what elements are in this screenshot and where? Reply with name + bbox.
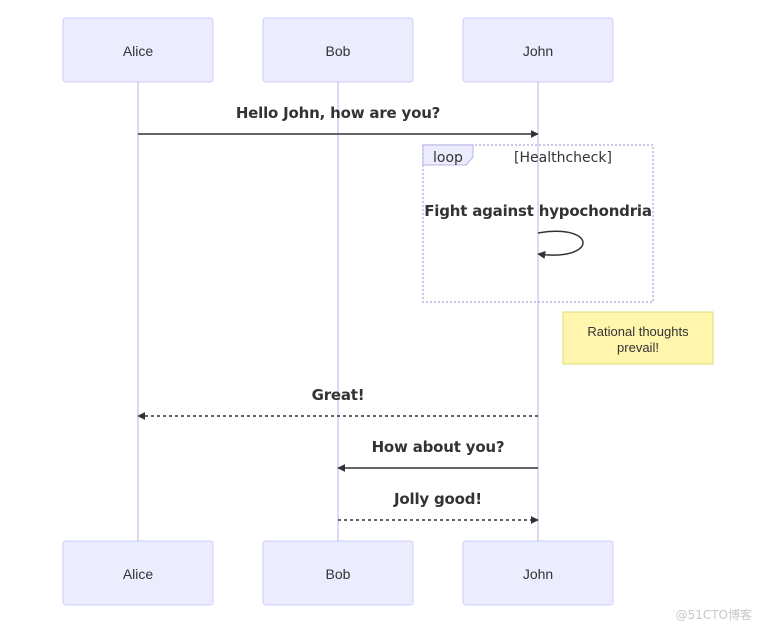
actor-alice-top-label: Alice xyxy=(123,43,154,59)
actor-alice-bottom-label: Alice xyxy=(123,566,154,582)
loop-condition: [Healthcheck] xyxy=(514,150,612,166)
actor-bob-bottom-label: Bob xyxy=(326,566,351,582)
actor-john-top: John xyxy=(462,17,614,83)
message-label: Hello John, how are you? xyxy=(236,104,440,122)
message-alice-to-john: Hello John, how are you? xyxy=(138,104,539,138)
actor-john-bottom: John xyxy=(462,540,614,606)
message-bob-to-john: Jolly good! xyxy=(338,490,539,524)
note-box xyxy=(562,311,714,365)
loop-label-tab xyxy=(422,144,474,166)
actor-bob-top-label: Bob xyxy=(326,43,351,59)
message-label: Fight against hypochondria xyxy=(424,202,652,220)
message-label: Great! xyxy=(312,386,365,404)
loop-box xyxy=(422,144,654,303)
watermark: @51CTO博客 xyxy=(676,607,752,622)
actor-bob-bottom: Bob xyxy=(262,540,414,606)
note: Rational thoughts prevail! xyxy=(562,311,714,365)
message-label: Jolly good! xyxy=(393,490,482,508)
message-john-to-bob: How about you? xyxy=(337,438,538,472)
message-john-to-alice: Great! xyxy=(137,386,538,420)
note-line-1: Rational thoughts xyxy=(587,324,689,339)
actor-john-top-label: John xyxy=(523,43,553,59)
note-line-2: prevail! xyxy=(617,340,659,355)
message-john-self: Fight against hypochondria xyxy=(424,202,652,259)
actor-alice-top: Alice xyxy=(62,17,214,83)
actor-alice-bottom: Alice xyxy=(62,540,214,606)
self-message-arrow xyxy=(537,230,584,259)
actor-john-bottom-label: John xyxy=(523,566,553,582)
message-label: How about you? xyxy=(372,438,505,456)
loop-frame: loop [Healthcheck] xyxy=(422,144,654,303)
loop-keyword: loop xyxy=(433,150,463,166)
actor-bob-top: Bob xyxy=(262,17,414,83)
